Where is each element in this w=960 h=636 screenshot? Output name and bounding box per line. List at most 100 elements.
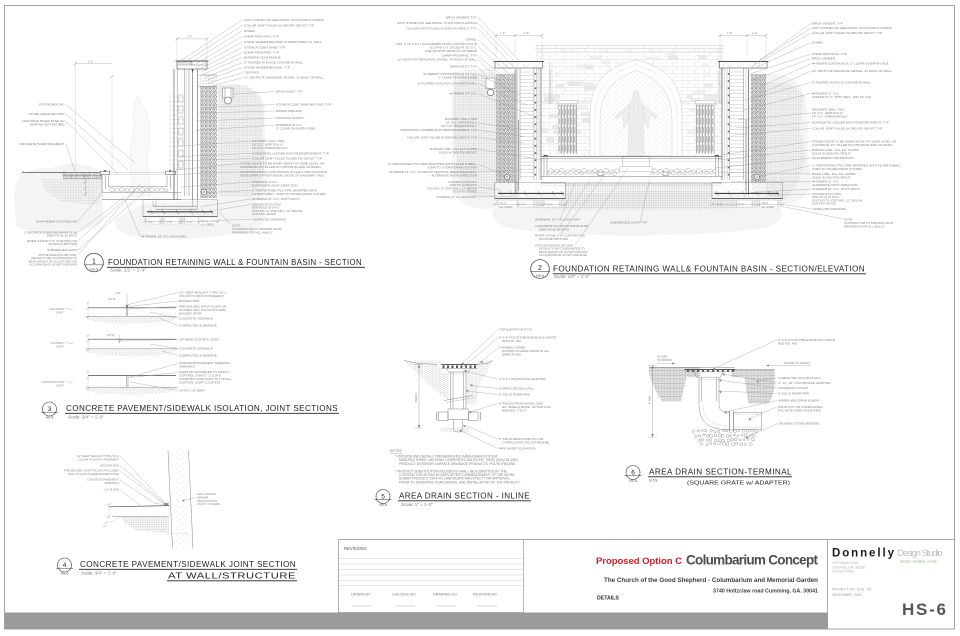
svg-text:ON BASIN BOTTOM: ON BASIN BOTTOM [539, 237, 568, 241]
svg-text:CHIMP PROOFING, TYP: CHIMP PROOFING, TYP [812, 52, 847, 56]
svg-text:CL.A: CL.A [500, 201, 506, 205]
svg-text:MORTAR SETTING BED: MORTAR SETTING BED [30, 122, 65, 126]
svg-text:NDS NO. 450: NDS NO. 450 [778, 342, 797, 346]
svg-text:HS-6: HS-6 [379, 503, 387, 507]
svg-text:BACKER STRIP: BACKER STRIP [179, 312, 202, 316]
svg-text:1970 Buice Court: 1970 Buice Court [832, 561, 858, 565]
svg-text:DESIGN TO BE COORDINATED TO: DESIGN TO BE COORDINATED TO [539, 247, 585, 251]
svg-text:COLOR TO MATCH PAVEMENT: COLOR TO MATCH PAVEMENT [78, 457, 119, 461]
svg-text:2'-0": 2'-0" [547, 203, 552, 207]
svg-text:NEEDED. 1 TO 4.: NEEDED. 1 TO 4. [502, 409, 527, 413]
svg-text:CHIMP PROOFING, TYP.: CHIMP PROOFING, TYP. [244, 34, 280, 38]
svg-text:FINISHED GRADE: FINISHED GRADE [499, 346, 525, 350]
svg-text:DOWEL: DOWEL [812, 41, 824, 45]
svg-text:FILTER FABRIC. TURN TO STORM: FILTER FABRIC. TURN TO STORM DRAIN SYSTE… [252, 192, 326, 196]
svg-text:2: 2 [538, 265, 542, 272]
svg-text:CONCRETE PAVEMENT/SIDEWALK ISO: CONCRETE PAVEMENT/SIDEWALK ISOLATION, JO… [66, 404, 338, 413]
svg-text:12" WIDTH OF DRAINAGE GRAVEL,: 12" WIDTH OF DRAINAGE GRAVEL, AT BACK OF… [812, 69, 892, 73]
svg-text:CAST STONE CAP. SEE DETAIL 7/: CAST STONE CAP. SEE DETAIL 7/HS-8 FOR FL… [244, 18, 325, 22]
svg-text:ALTERNATE HOOK DIRECTION: ALTERNATE HOOK DIRECTION [812, 183, 858, 187]
svg-text:Scale: 3/4" = 1'-0": Scale: 3/4" = 1'-0" [68, 415, 104, 420]
svg-text:1:10 SLOPE: 1:10 SLOPE [103, 488, 119, 492]
svg-text:AT WALL/STRUCTURE: AT WALL/STRUCTURE [168, 572, 296, 581]
svg-text:12" WIDTH OF DRAINAGE GRAVEL,: 12" WIDTH OF DRAINAGE GRAVEL, AT BACK OF… [244, 76, 324, 80]
svg-text:9" MIN: 9" MIN [648, 396, 652, 404]
svg-text:NOTES:: NOTES: [390, 449, 402, 453]
svg-text:COMPACTED SOIL BACKFILL: COMPACTED SOIL BACKFILL [778, 376, 821, 380]
svg-text:24" O.C. HORIZONTALLY: 24" O.C. HORIZONTALLY [252, 146, 288, 150]
svg-text:2'-0": 2'-0" [717, 203, 722, 207]
svg-text:Scale: 1/2" = 1'-0": Scale: 1/2" = 1'-0" [110, 267, 146, 272]
svg-text:CLOSED CELL POLYETHYLENE: CLOSED CELL POLYETHYLENE [179, 308, 225, 312]
svg-text:Design visualize create: Design visualize create [900, 560, 937, 564]
svg-text:4", 12", 18" LOW PROFILE ADAPT: 4", 12", 18" LOW PROFILE ADAPTER [778, 381, 831, 385]
svg-text:ON BASIN BOTTOM: ON BASIN BOTTOM [48, 242, 77, 246]
svg-text:POLYETHYLENE DRAIN PIPE: POLYETHYLENE DRAIN PIPE [778, 408, 821, 412]
svg-text:#5 REBAR AT O.C.: #5 REBAR AT O.C. [252, 180, 279, 184]
svg-text:1/4" R: 1/4" R [107, 333, 114, 337]
svg-text:EXISTING GRADE: EXISTING GRADE [252, 212, 276, 216]
svg-text:24" O.C. HORIZONTALLY: 24" O.C. HORIZONTALLY [441, 124, 477, 128]
svg-text:5000 PSI @ 28 DAYS: 5000 PSI @ 28 DAYS [450, 183, 477, 187]
svg-text:STONE LEDGE TO BE SAME HEIGHT: STONE LEDGE TO BE SAME HEIGHT AT SAME LE… [240, 162, 324, 166]
svg-text:EXISTING GRADE: EXISTING GRADE [812, 202, 836, 206]
svg-text:UNIVERSAL OUTLET: UNIVERSAL OUTLET [778, 386, 809, 390]
svg-text:3: 3 [48, 406, 52, 413]
svg-text:(2) #4 REBAR CONTINUOUS: (2) #4 REBAR CONTINUOUS [36, 219, 77, 223]
svg-text:REVISION NO:: REVISION NO: [473, 593, 498, 597]
svg-text:6" ROUND DRAIN BASIN, NDS: 6" ROUND DRAIN BASIN, NDS [499, 402, 543, 406]
svg-text:COLLAR JOINT FILLED W 2000 PSI: COLLAR JOINT FILLED W 2000 PSI GROUT, TY… [252, 157, 322, 161]
svg-text:(2) #4 REBAR CONTINUOUS: (2) #4 REBAR CONTINUOUS [812, 156, 853, 160]
svg-text:CONCRETE SIDEWALK: CONCRETE SIDEWALK [179, 347, 214, 351]
svg-text:2" PERFORATED PVC PIPE WRAPPED: 2" PERFORATED PVC PIPE WRAPPED WITH FILT… [388, 162, 477, 166]
svg-text:TURN TO STORM DRAIN SYSTEM: TURN TO STORM DRAIN SYSTEM [812, 167, 862, 171]
svg-text:1'-8": 1'-8" [524, 31, 529, 35]
svg-text:PIPE INVERT ELEVATION: PIPE INVERT ELEVATION [499, 447, 536, 451]
svg-text:CELL POLYETHYLENE BACKER STRIP: CELL POLYETHYLENE BACKER STRIP [68, 472, 119, 476]
svg-text:HS-6: HS-6 [902, 600, 946, 619]
svg-text:BACKER ROD: BACKER ROD [179, 299, 200, 303]
svg-text:CONCRETE FOUNTAIN BASIN SLAB: CONCRETE FOUNTAIN BASIN SLAB [535, 224, 588, 228]
svg-text:SLOPE: SLOPE [657, 355, 667, 359]
svg-text:PROJECT NO: 2016 - 05: PROJECT NO: 2016 - 05 [832, 588, 871, 592]
svg-text:BRICK VENEER, TYP: BRICK VENEER, TYP [812, 22, 843, 26]
svg-text:B-BASIN LINE - FILL ALL CURBS: B-BASIN LINE - FILL ALL CURBS [812, 148, 859, 152]
svg-text:STATUE PEDESTAL BEYOND.: STATUE PEDESTAL BEYOND. [38, 253, 77, 257]
svg-text:PRIOR TO ORDERING, PURCHASING,: PRIOR TO ORDERING, PURCHASING, AND INSTA… [399, 480, 521, 484]
svg-text:JOINT: JOINT [56, 345, 64, 349]
svg-text:HS-6: HS-6 [90, 267, 98, 271]
svg-text:#5 REBAR CONTINUOUS: #5 REBAR CONTINUOUS [244, 55, 281, 59]
svg-text:NOTE:: NOTE: [232, 224, 241, 228]
svg-text:ALTERNATE HOOK DIRECTION: ALTERNATE HOOK DIRECTION [252, 183, 298, 187]
svg-text:AREA DRAIN SECTION-TERMINAL: AREA DRAIN SECTION-TERMINAL [649, 468, 792, 477]
svg-text:CL.A: CL.A [762, 201, 768, 205]
svg-text:MANUFACTURER: NATIONAL DIVERSI: MANUFACTURER: NATIONAL DIVERSIFIED SALES… [399, 458, 518, 462]
svg-text:CONTROL JOINTS - LOCATE: CONTROL JOINTS - LOCATE [179, 374, 221, 378]
svg-text:COMPACTED SUBGRADE: COMPACTED SUBGRADE [252, 218, 286, 222]
svg-text:1/2": 1/2" [116, 291, 121, 295]
svg-text:16" O.C. VERTICALLY: 16" O.C. VERTICALLY [812, 111, 843, 115]
svg-text:8" POURED IN PLACE CONCRETE WA: 8" POURED IN PLACE CONCRETE WALL [244, 61, 304, 65]
svg-text:SIDEWALK: SIDEWALK [105, 481, 119, 485]
svg-text:NO. SPEE-D BASIN, OUTLETS AS: NO. SPEE-D BASIN, OUTLETS AS [502, 405, 551, 409]
svg-text:#4 REBAR 14" O.C. TO MATCH VER: #4 REBAR 14" O.C. TO MATCH VERTICAL REIN… [389, 170, 477, 174]
svg-text:16" O.C. VERTICALLY: 16" O.C. VERTICALLY [446, 120, 477, 124]
svg-text:ACCOMMODATE SCULPTURE BASE: ACCOMMODATE SCULPTURE BASE [539, 253, 587, 257]
svg-text:1'-2": 1'-2" [752, 31, 757, 35]
svg-text:#5 REBAR AT O.C.: #5 REBAR AT O.C. [276, 123, 303, 127]
svg-text:PRE-MOLDED JOINT FILLER OR: PRE-MOLDED JOINT FILLER OR [179, 305, 227, 309]
svg-text:6" SOLID RISER PIPE: 6" SOLID RISER PIPE [499, 393, 530, 397]
svg-text:#5 REBAR 12" O.C., BOTH WAYS: #5 REBAR 12" O.C., BOTH WAYS [252, 197, 300, 201]
svg-text:6" SOLID RISER PIPE: 6" SOLID RISER PIPE [778, 392, 809, 396]
svg-text:(SQUARE GRATE w/ ADAPTER): (SQUARE GRATE w/ ADAPTER) [687, 481, 790, 487]
svg-text:LINE UP WITH VERTICAL #4 REBAR: LINE UP WITH VERTICAL #4 REBAR [425, 49, 478, 53]
svg-text:* PRODUCT SUBSTITUTION REQUEST: * PRODUCT SUBSTITUTION REQUESTS SHALL BE… [395, 469, 508, 473]
svg-text:WATERPROOFING CONTINUOUS ON WA: WATERPROOFING CONTINUOUS ON WALL AND FOU… [240, 170, 327, 174]
svg-text:COLOR TO MATCH PAVEMENT: COLOR TO MATCH PAVEMENT [179, 294, 224, 298]
svg-text:WALL SHOWN: WALL SHOWN [197, 492, 216, 496]
svg-text:TILE FACE: TILE FACE [244, 71, 259, 75]
svg-text:COMPACTED SUBGRADE: COMPACTED SUBGRADE [179, 324, 217, 328]
svg-text:SOLID W 2000 PSI GROUT: SOLID W 2000 PSI GROUT [812, 175, 851, 179]
svg-text:STONE LEDGE TO BE SAME HEIGHT: STONE LEDGE TO BE SAME HEIGHT AT SAME LE… [812, 140, 896, 144]
svg-text:COLLAR JOINT FILLED W 2000 PSI: COLLAR JOINT FILLED W 2000 PSI GROUT, TY… [244, 23, 315, 27]
